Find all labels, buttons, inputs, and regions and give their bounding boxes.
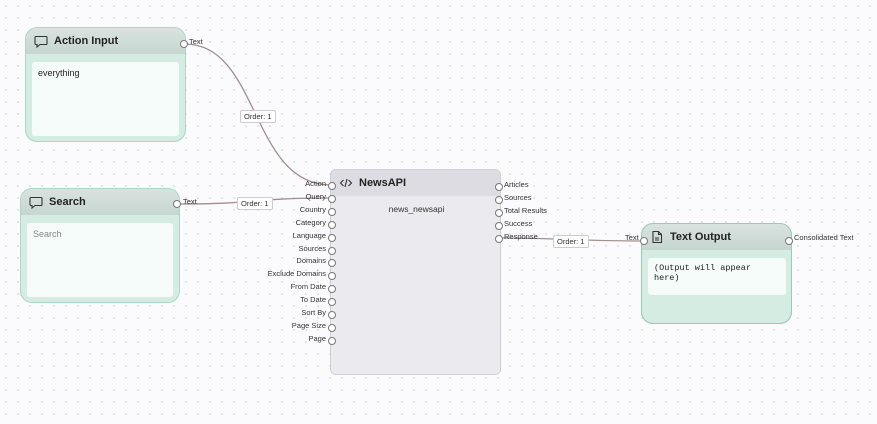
newsapi-input-label: Action [305, 179, 326, 188]
document-icon [650, 230, 664, 244]
newsapi-output-port-total-results[interactable] [495, 208, 503, 217]
newsapi-input-port-category[interactable] [328, 220, 336, 229]
newsapi-input-port-page[interactable] [328, 336, 336, 345]
newsapi-input-label: Domains [296, 256, 326, 266]
newsapi-input-port-from-date[interactable] [328, 285, 336, 294]
text-output-content: (Output will appear here) [654, 263, 751, 283]
newsapi-subtitle: news_newsapi [388, 204, 445, 214]
text-output-header[interactable]: Text Output [642, 224, 791, 250]
search-node[interactable]: Search Search [20, 188, 180, 303]
search-input[interactable]: Search [27, 223, 173, 297]
newsapi-input-port-page-size[interactable] [328, 323, 336, 332]
newsapi-input-label: Sources [298, 243, 326, 253]
newsapi-input-label: To Date [300, 295, 326, 305]
newsapi-output-label: Sources [504, 192, 532, 202]
newsapi-input-port-exclude-domains[interactable] [328, 272, 336, 281]
action-input-output-label: Text [189, 37, 203, 46]
search-output-label: Text [183, 197, 197, 206]
text-output-input-port[interactable] [640, 237, 648, 245]
newsapi-input-port-sort-by[interactable] [328, 311, 336, 319]
newsapi-input-port-to-date[interactable] [328, 298, 336, 307]
newsapi-output-label: Total Results [504, 205, 547, 215]
newsapi-node[interactable]: NewsAPI news_newsapi [330, 169, 501, 375]
edge-order-label-action: Order: 1 [240, 110, 276, 123]
newsapi-input-label: Exclude Domains [267, 269, 326, 279]
text-output-input-label: Text [625, 233, 639, 242]
newsapi-input-port-domains[interactable] [328, 259, 336, 268]
newsapi-input-label: Query [305, 191, 326, 201]
newsapi-output-port-response[interactable] [495, 234, 503, 243]
text-output-output-port[interactable] [785, 237, 793, 245]
newsapi-input-label: Sort By [301, 308, 326, 317]
search-placeholder: Search [33, 229, 62, 239]
newsapi-input-label: Page [308, 333, 326, 343]
newsapi-input-label: Language [292, 230, 326, 240]
newsapi-output-label: Articles [504, 179, 529, 189]
edge-order-label-search: Order: 1 [237, 197, 273, 210]
chat-bubble-icon [34, 34, 48, 48]
newsapi-output-port-success[interactable] [495, 221, 503, 230]
action-input-title: Action Input [54, 35, 119, 47]
newsapi-input-label: Country [299, 204, 326, 214]
newsapi-input-port-country[interactable] [328, 207, 336, 216]
newsapi-output-port-articles[interactable] [495, 182, 503, 191]
newsapi-output-label: Success [504, 218, 533, 228]
text-output-display: (Output will appear here) [648, 258, 786, 295]
action-input-value: everything [38, 68, 80, 78]
newsapi-input-label: From Date [290, 282, 326, 292]
newsapi-output-port-sources[interactable] [495, 195, 503, 204]
search-output-port[interactable] [173, 200, 181, 208]
newsapi-input-label: Page Size [291, 320, 326, 330]
search-title: Search [49, 196, 86, 208]
code-icon [339, 176, 353, 190]
action-input-output-port[interactable] [180, 40, 188, 48]
text-output-output-label: Consolidated Text [794, 233, 854, 242]
newsapi-title: NewsAPI [359, 177, 407, 189]
newsapi-input-port-sources[interactable] [328, 246, 336, 255]
newsapi-input-label: Category [295, 217, 326, 227]
newsapi-output-label: Response [504, 231, 538, 241]
newsapi-input-port-query[interactable] [328, 194, 336, 203]
action-input-header[interactable]: Action Input [26, 28, 185, 54]
search-header[interactable]: Search [21, 189, 179, 215]
newsapi-header[interactable]: NewsAPI [331, 170, 500, 196]
chat-bubble-icon [29, 195, 43, 209]
text-output-node[interactable]: Text Output (Output will appear here) [641, 223, 792, 324]
newsapi-input-port-action[interactable] [328, 182, 336, 190]
edge-order-label-response: Order: 1 [553, 235, 589, 248]
action-input-node[interactable]: Action Input everything [25, 27, 186, 142]
newsapi-input-port-language[interactable] [328, 233, 336, 242]
text-output-title: Text Output [670, 231, 731, 243]
action-input-field[interactable]: everything [32, 62, 179, 136]
